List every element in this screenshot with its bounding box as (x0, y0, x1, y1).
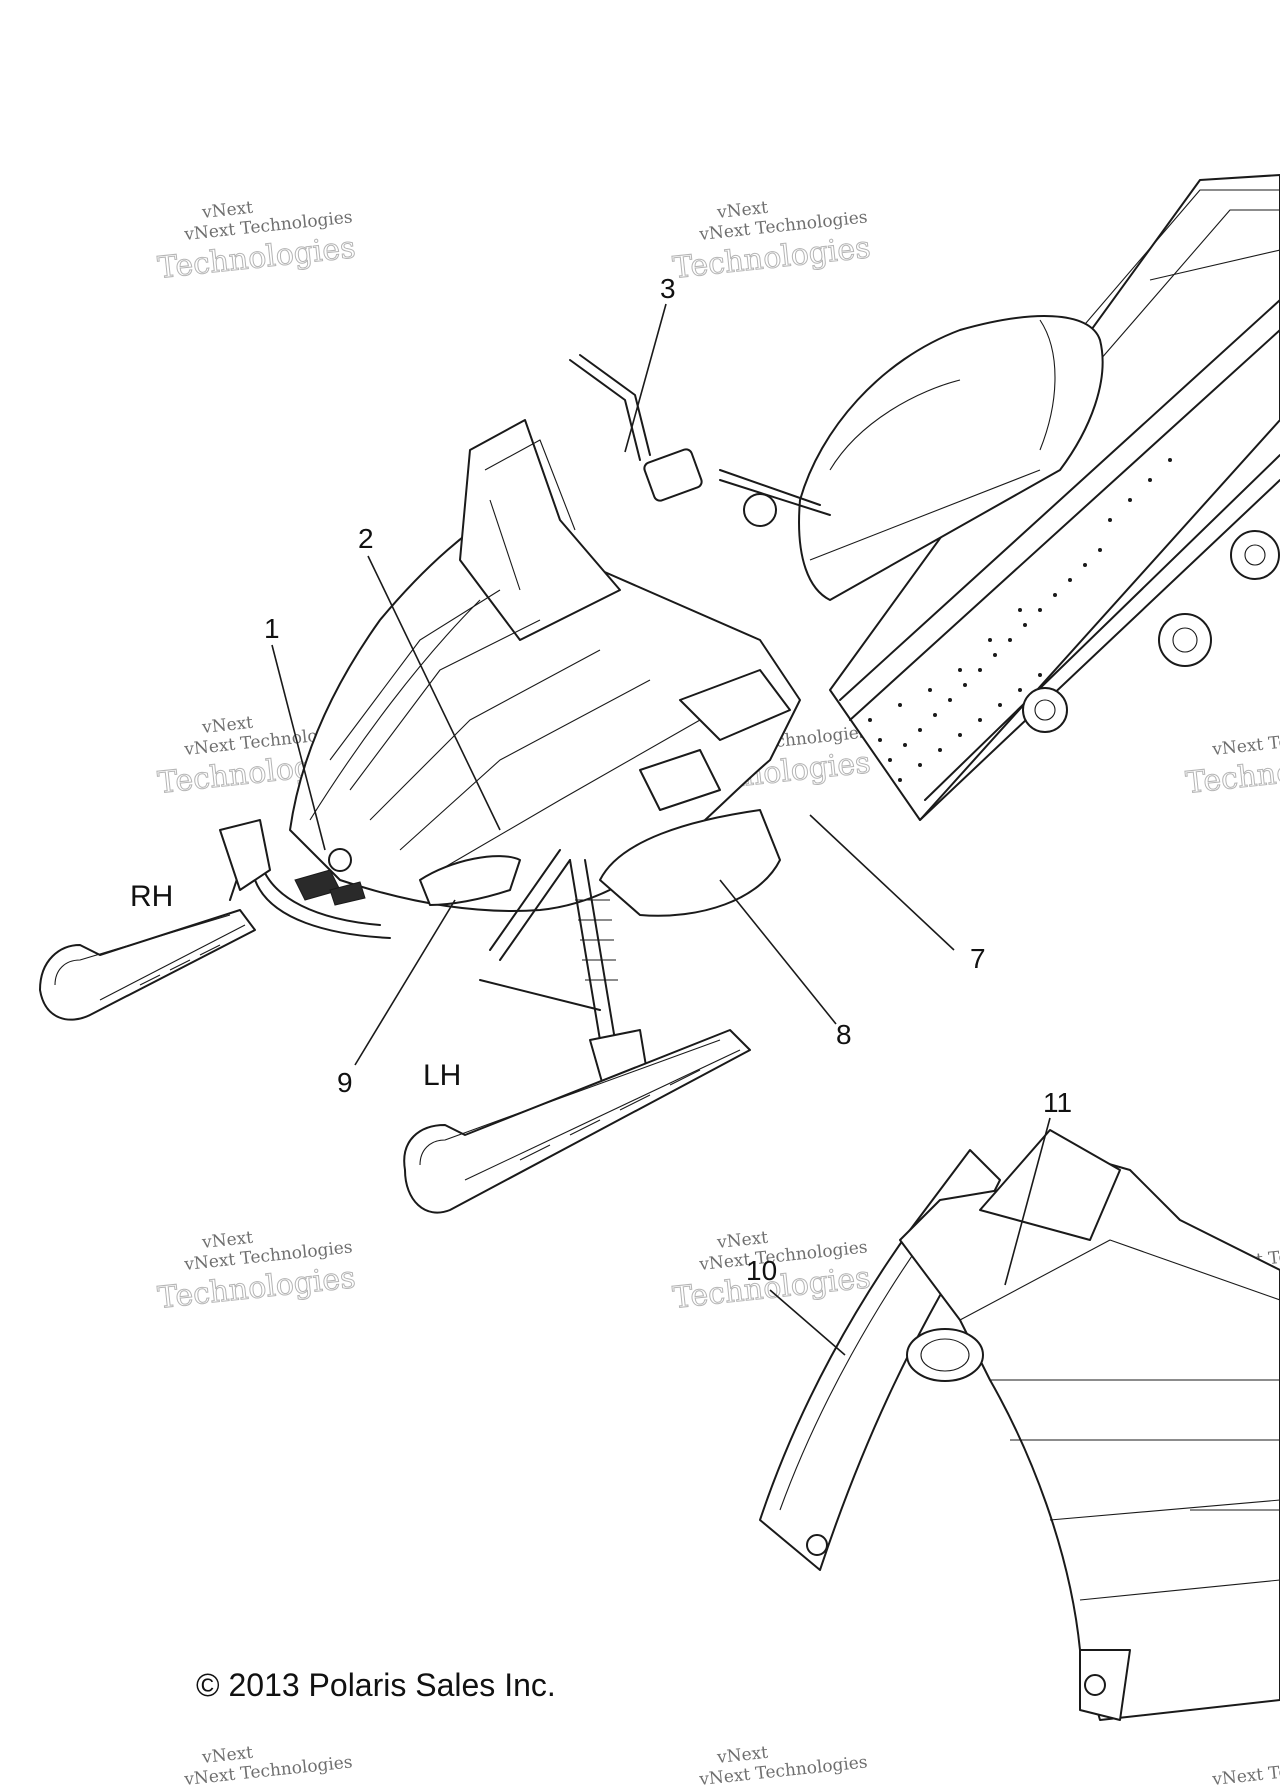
label-left-hand: LH (423, 1059, 461, 1092)
callout-7: 7 (970, 943, 986, 974)
callout-8: 8 (836, 1019, 852, 1050)
callout-1: 1 (264, 613, 280, 644)
watermark: vNext Technologies (1210, 1752, 1280, 1790)
left-ski (403, 1029, 751, 1214)
label-right-hand: RH (130, 880, 173, 913)
callout-9: 9 (337, 1067, 353, 1098)
callouts: 1 2 3 7 8 9 10 11 (264, 273, 1072, 1286)
watermark: vNext vNext Technologies (697, 1743, 868, 1790)
callout-10: 10 (746, 1255, 777, 1286)
rivet-holes (868, 458, 1172, 782)
watermark: vNext Technologies Technologies (1184, 722, 1280, 801)
side-panel-detail (759, 1129, 1280, 1721)
callout-11: 11 (1043, 1087, 1072, 1118)
watermark: vNext vNext Technologies Technologies (671, 198, 873, 287)
watermark: vNext vNext Technologies (182, 1743, 353, 1790)
callout-3: 3 (660, 273, 676, 304)
hood (254, 419, 801, 939)
snowmobile-illustration (39, 174, 1280, 1214)
watermarks: vNext vNext Technologies Technologies vN… (156, 198, 1280, 1790)
copyright-notice: © 2013 Polaris Sales Inc. (196, 1667, 556, 1703)
watermark: vNext vNext Technologies Technologies (156, 1228, 358, 1317)
watermark-text: vNext Technologies (1210, 1752, 1280, 1790)
seat (798, 315, 1104, 601)
watermark: vNext vNext Technologies Technologies (156, 198, 358, 287)
leader-lines (271, 303, 1051, 1356)
right-ski (39, 909, 256, 1021)
callout-2: 2 (358, 523, 374, 554)
tunnel (829, 174, 1280, 821)
handlebars (569, 354, 831, 527)
watermark-text: vNext Technologies (1210, 722, 1280, 760)
